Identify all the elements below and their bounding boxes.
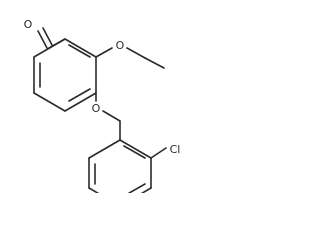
- ring2-bond: [88, 139, 121, 159]
- benzaldehyde-ring: [33, 38, 97, 112]
- ring2-double-bond: [123, 145, 146, 159]
- aldehyde-c-o-bond-inner: [42, 27, 53, 46]
- ring2-bond: [140, 187, 152, 193]
- chlorine-substituent: Cl: [150, 143, 181, 159]
- ring1-bond: [33, 92, 66, 112]
- chlorophenyl-ring: [88, 139, 152, 193]
- ring2-double-bond: [127, 183, 146, 193]
- ring1-bond: [64, 92, 97, 112]
- ethoxy-ch2-ch3-bond: [144, 57, 165, 69]
- aldehyde-c-o-bond: [37, 30, 48, 49]
- ring2-bond: [119, 139, 152, 159]
- ring1-double-bond: [68, 88, 91, 102]
- ethoxy-oxygen-label: O: [116, 39, 125, 52]
- ring1-bond: [64, 38, 97, 58]
- structure-diagram: O O O Cl: [24, 18, 181, 193]
- ethoxy-group: O: [95, 39, 165, 69]
- ring1-bond: [33, 38, 66, 58]
- ethoxy-o-ch2-bond: [126, 47, 146, 59]
- ethoxy-ring-o-bond: [95, 47, 113, 58]
- ring2-bond: [88, 187, 100, 193]
- benzyloxy-o-ch2-bond: [102, 110, 121, 122]
- chlorine-label: Cl: [170, 143, 181, 156]
- aldehyde-oxygen-label: O: [24, 18, 33, 31]
- benzyloxy-oxygen-label: O: [92, 102, 101, 115]
- benzyloxy-linker: O: [92, 92, 121, 141]
- ring-cl-bond: [150, 147, 167, 159]
- ring1-double-bond: [68, 44, 91, 58]
